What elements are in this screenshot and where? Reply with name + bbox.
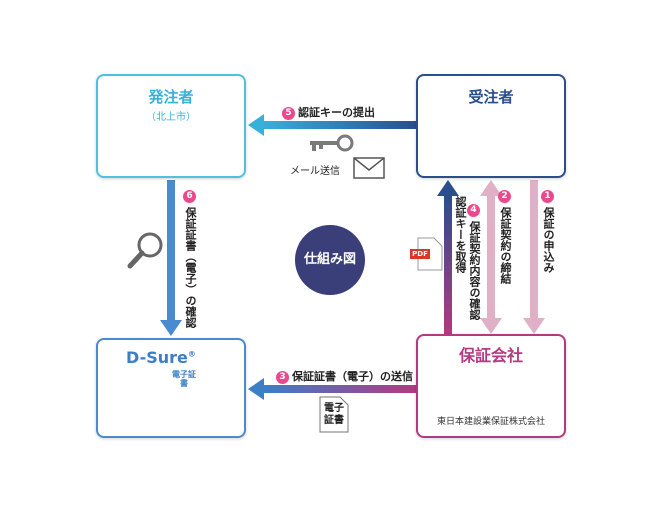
arrow-step1 — [523, 180, 545, 334]
dsure-doc-label: 電子証書 — [172, 370, 196, 388]
dsure-node: D-Sure® 電子証書 — [96, 338, 246, 438]
arrow-step3 — [248, 378, 416, 400]
guarantor-node: 保証会社 東日本建設業保証株式会社 — [416, 334, 566, 438]
contractor-title: 受注者 — [468, 88, 514, 106]
mail-label: メール送信 — [290, 166, 340, 177]
orderer-subtitle: （北上市） — [146, 112, 196, 123]
step4-label: 4保証契約内容の確認 認証キーを取得 — [454, 196, 481, 320]
key-icon — [310, 134, 354, 152]
certificate-document-icon — [319, 396, 349, 433]
step2-label: 2保証契約の締結 — [498, 190, 512, 284]
step6-label: 6保証証書（電子）の確認 — [183, 190, 197, 328]
pdf-label: PDF — [412, 250, 428, 258]
pdf-document-icon — [410, 237, 443, 271]
step1-label: 1保証の申込み — [541, 190, 555, 273]
orderer-title: 発注者 — [148, 88, 194, 106]
dsure-title: D-Sure® — [126, 348, 196, 367]
guarantor-company: 東日本建設業保証株式会社 — [436, 417, 545, 427]
guarantor-title: 保証会社 — [458, 346, 523, 365]
certificate-doc-label: 電子 証書 — [324, 403, 344, 426]
arrow-step5 — [248, 114, 416, 136]
mail-icon — [353, 157, 385, 179]
orderer-node: 発注者 （北上市） — [96, 74, 246, 178]
arrow-step4 — [437, 180, 459, 334]
arrow-step6 — [160, 180, 182, 336]
center-label: 仕組み図 — [295, 225, 365, 295]
magnifier-icon — [127, 232, 163, 269]
contractor-node: 受注者 — [416, 74, 566, 178]
arrow-step2 — [480, 180, 502, 334]
